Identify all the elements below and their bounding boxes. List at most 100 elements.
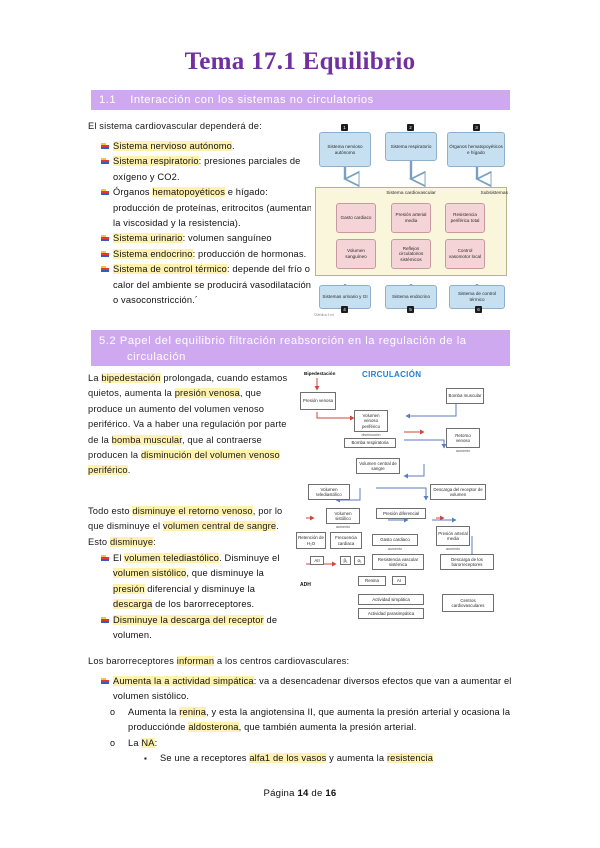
- fig1-top-box-2-label: Sistema respiratorio: [390, 143, 432, 149]
- fig1-sub-box-6-label: Control vasomotor local: [448, 248, 482, 259]
- fig1-bottom-box-3-label: Sistema de control térmico: [457, 291, 497, 302]
- highlighted-text: bipedestación: [101, 373, 161, 383]
- highlighted-text: disminuye el retorno venoso: [132, 506, 253, 516]
- highlighted-text: disminuye: [109, 536, 154, 547]
- fig2-note-disminucion: disminución: [361, 433, 381, 437]
- plain-text: prolongada, cuando estamos quietos, aume…: [88, 373, 288, 399]
- fig1-sub-box-4: Volumen sanguíneo: [336, 239, 376, 269]
- fig1-sub-box-1-label: Gasto cardiaco: [340, 215, 372, 221]
- section-heading-5-2: 5.2 Papel del equilibrio filtración reab…: [91, 330, 510, 366]
- intro-paragraph: El sistema cardiovascular dependerá de:: [88, 121, 262, 131]
- fig2-box-bomba-muscular: Bomba muscular: [446, 388, 484, 404]
- plain-text: Los barorreceptores: [88, 656, 177, 666]
- highlighted-text: volumen central de sangre: [162, 521, 277, 532]
- plain-text: : volumen sanguíneo: [182, 233, 272, 244]
- fig2-box-renina: Renina: [358, 576, 386, 586]
- plain-text: .: [232, 141, 235, 151]
- list-item: El volumen telediastólico. Disminuye el …: [88, 551, 293, 613]
- highlighted-text: descarga: [113, 599, 153, 610]
- paragraph-retorno-venoso: Todo esto disminuye el retorno venoso, p…: [88, 504, 288, 550]
- fig2-box-actividad-simpatica: Actividad simpática: [358, 594, 424, 605]
- plain-text: , y esta la angiotensina II, que aumenta…: [128, 706, 511, 733]
- fig1-panel-title: Sistema cardiovascular: [386, 191, 436, 196]
- fig2-box-aii: AII: [310, 556, 324, 565]
- highlighted-text: Sistema de control térmico: [113, 264, 227, 275]
- plain-text: , por lo que disminuye el: [88, 506, 283, 532]
- fig1-top-box-2: Sistema respiratorio: [385, 132, 437, 161]
- fig2-box-renina-label: Renina: [365, 578, 379, 584]
- fig2-bipedestacion-label: Bipedestación: [304, 371, 336, 376]
- fig1-sub-box-5-label: Reflejos circulatorios sistémicos: [398, 245, 424, 262]
- plain-text: : depende del frío o calor del ambiente …: [113, 264, 312, 306]
- fig2-box-volumen-venoso-periferico-label: Volumen venoso periférico: [361, 413, 381, 429]
- plain-text: , que también aumenta la presión arteria…: [238, 722, 417, 733]
- disminuye-bullet-list: El volumen telediastólico. Disminuye el …: [88, 551, 293, 643]
- highlighted-text: bomba muscular: [111, 434, 182, 445]
- fig2-box-volumen-central-sangre: Volumen central de sangre: [356, 458, 400, 474]
- fig2-box-volumen-venoso-periferico: Volumen venoso periférico: [354, 410, 388, 432]
- bullet-icon: [101, 250, 109, 258]
- list-item: Sistema nervioso autónomo.: [88, 139, 316, 154]
- list-item: Aumenta la a actividad simpática: va a d…: [88, 674, 513, 705]
- fig2-box-retorno-venoso: Retorno venoso: [446, 428, 480, 448]
- fig2-box-presion-venosa: Presión venosa: [300, 392, 336, 410]
- highlighted-text: volumen telediastólico: [124, 553, 220, 563]
- fig2-box-centros-cardiovasculares: Centros cardiovasculares: [442, 594, 494, 612]
- fig1-credit: ©Médica 3 ed: [314, 313, 334, 317]
- fig2-box-descarga-receptor-volumen: Descarga del receptor de volumen: [430, 484, 486, 500]
- plain-text: e hígado: producción de proteínas, eritr…: [113, 187, 313, 229]
- fig2-box-retorno-venoso-label: Retorno venoso: [455, 432, 471, 443]
- footer-middle: de: [308, 788, 326, 799]
- footer-prefix: Página: [263, 788, 298, 799]
- fig2-box-alfa1: α₁: [354, 556, 365, 565]
- footer-total-pages: 16: [325, 788, 337, 799]
- page-title: Tema 17.1 Equilibrio: [184, 48, 416, 75]
- fig2-box-volumen-sistolico-label: Volumen sistólico: [334, 510, 352, 521]
- fig2-adh-label: ADH: [300, 582, 311, 588]
- fig2-box-aii-label: AII: [314, 557, 320, 563]
- plain-text: . Disminuye el: [219, 553, 280, 563]
- plain-text: :: [154, 737, 158, 748]
- fig2-box-retencion-h2o: Retención de H₂O: [296, 532, 326, 549]
- fig1-badge-5: 5: [407, 306, 414, 313]
- fig2-box-presion-arterial-media: Presión arterial media: [436, 526, 470, 546]
- fig1-badge-6: 6: [475, 306, 482, 313]
- plain-text: :: [153, 536, 156, 547]
- fig2-box-beta1: β₁: [340, 556, 351, 565]
- list-item: Disminuye la descarga del receptor de vo…: [88, 613, 293, 644]
- plain-text: Todo esto: [88, 506, 133, 516]
- highlighted-text: alfa1 de los vasos: [249, 753, 327, 764]
- plain-text: .: [127, 465, 131, 476]
- fig1-sub-box-2: Presión arterial media: [391, 203, 431, 233]
- plain-text: de los barorreceptores.: [152, 599, 255, 610]
- list-item: Sistema respiratorio: presiones parciale…: [88, 154, 316, 185]
- fig1-sub-box-1: Gasto cardiaco: [336, 203, 376, 233]
- fig1-bottom-box-3: Sistema de control térmico: [449, 285, 505, 309]
- fig2-box-frecuencia-cardiaca-label: Frecuencia cardiaca: [335, 535, 357, 546]
- square-bullet-icon: ▪: [144, 754, 147, 764]
- fig1-sub-box-4-label: Volumen sanguíneo: [345, 248, 367, 259]
- highlighted-text: aldosterona: [188, 722, 239, 733]
- plain-text: , que disminuye la: [186, 568, 264, 579]
- fig1-top-box-3: Órganos hematopoyéticos e hígado: [447, 132, 505, 167]
- fig2-box-retencion-h2o-label: Retención de H₂O: [298, 535, 324, 546]
- highlighted-text: informan: [176, 656, 215, 666]
- fig2-box-presion-venosa-label: Presión venosa: [302, 398, 334, 404]
- fig2-box-descarga-barorreceptores: Descarga de los barorreceptores: [440, 554, 494, 570]
- fig2-note-aumento-3: aumento: [388, 547, 402, 551]
- highlighted-text: Aumenta la a actividad simpática: [113, 676, 254, 686]
- fig2-box-volumen-sistolico: Volumen sistólico: [326, 508, 360, 524]
- paragraph-bipedestacion: La bipedestación prolongada, cuando esta…: [88, 371, 288, 479]
- bullet-icon: [101, 189, 109, 196]
- fig2-note-aumento-4: aumento: [446, 547, 460, 551]
- fig2-box-bomba-muscular-label: Bomba muscular: [448, 393, 482, 399]
- bullet-icon: [101, 143, 109, 150]
- list-item: Órganos hematopoyéticos e hígado: produc…: [88, 185, 316, 231]
- fig2-box-ai-label: AI: [396, 577, 402, 583]
- plain-text: : presiones parciales de oxígeno y CO2.: [113, 156, 301, 182]
- fig1-badge-1: 1: [341, 124, 348, 131]
- list-item: Sistema de control térmico: depende del …: [88, 262, 316, 308]
- plain-text: . Esto: [88, 521, 279, 547]
